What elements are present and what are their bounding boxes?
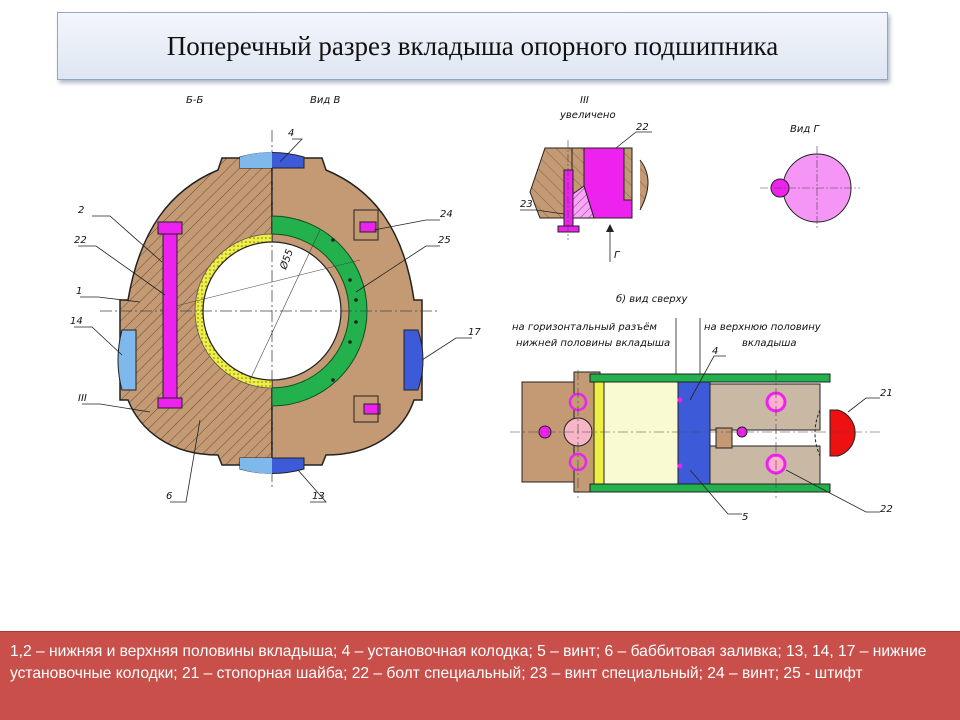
enlarged-label: III <box>580 95 589 106</box>
callout-23: 23 <box>520 199 533 210</box>
callout-1: 1 <box>76 286 82 297</box>
callout-14: 14 <box>70 316 83 327</box>
enlarged-sub: увеличено <box>559 110 616 121</box>
title-box: Поперечный разрез вкладыша опорного подш… <box>57 12 888 80</box>
callout-22-detail: 22 <box>636 122 649 133</box>
callout-22-top: 22 <box>880 504 893 515</box>
view-g-label: Вид Г <box>790 124 820 135</box>
lower-half-note-2: нижней половины вкладыша <box>516 338 670 349</box>
lower-half-note-1: на горизонтальный разъём <box>512 322 657 333</box>
pad-14 <box>117 329 137 391</box>
callout-17: 17 <box>468 327 481 338</box>
legend-panel: 1,2 – нижняя и верхняя половины вкладыша… <box>0 631 960 720</box>
callout-25: 25 <box>438 235 451 246</box>
top-view-label: б) вид сверху <box>616 293 689 305</box>
view-g: Вид Г <box>760 124 860 230</box>
callout-5: 5 <box>742 512 748 523</box>
detail-iii: III увеличено 22 23 Г <box>520 95 652 262</box>
callout-21: 21 <box>880 388 893 399</box>
section-label: Б-Б <box>186 95 203 106</box>
legend-text: 1,2 – нижняя и верхняя половины вкладыша… <box>10 643 927 682</box>
callout-4-top: 4 <box>712 346 718 357</box>
callout-2: 2 <box>78 205 84 216</box>
arrow-g-label: Г <box>614 250 621 261</box>
callout-III: III <box>78 393 87 404</box>
callout-13: 13 <box>312 491 325 502</box>
callout-22: 22 <box>74 235 87 246</box>
view-label: Вид В <box>310 95 340 106</box>
upper-half-note-1: на верхнюю половину <box>704 322 822 333</box>
top-view: б) вид сверху на горизонтальный разъём н… <box>510 293 893 523</box>
bolt-22 <box>162 231 178 403</box>
washer-21 <box>829 409 856 457</box>
pad-17 <box>403 329 424 391</box>
upper-half-note-2: вкладыша <box>742 338 797 349</box>
callout-24: 24 <box>440 209 453 220</box>
callout-6: 6 <box>166 491 172 502</box>
technical-drawing: Б-Б Вид В Ø55 2 22 1 14 III 6 13 17 25 2… <box>70 95 893 523</box>
callout-4: 4 <box>288 128 294 139</box>
slide-title: Поперечный разрез вкладыша опорного подш… <box>166 30 779 61</box>
bearing-cross-section: Б-Б Вид В Ø55 2 22 1 14 III 6 13 17 25 2… <box>70 95 481 503</box>
